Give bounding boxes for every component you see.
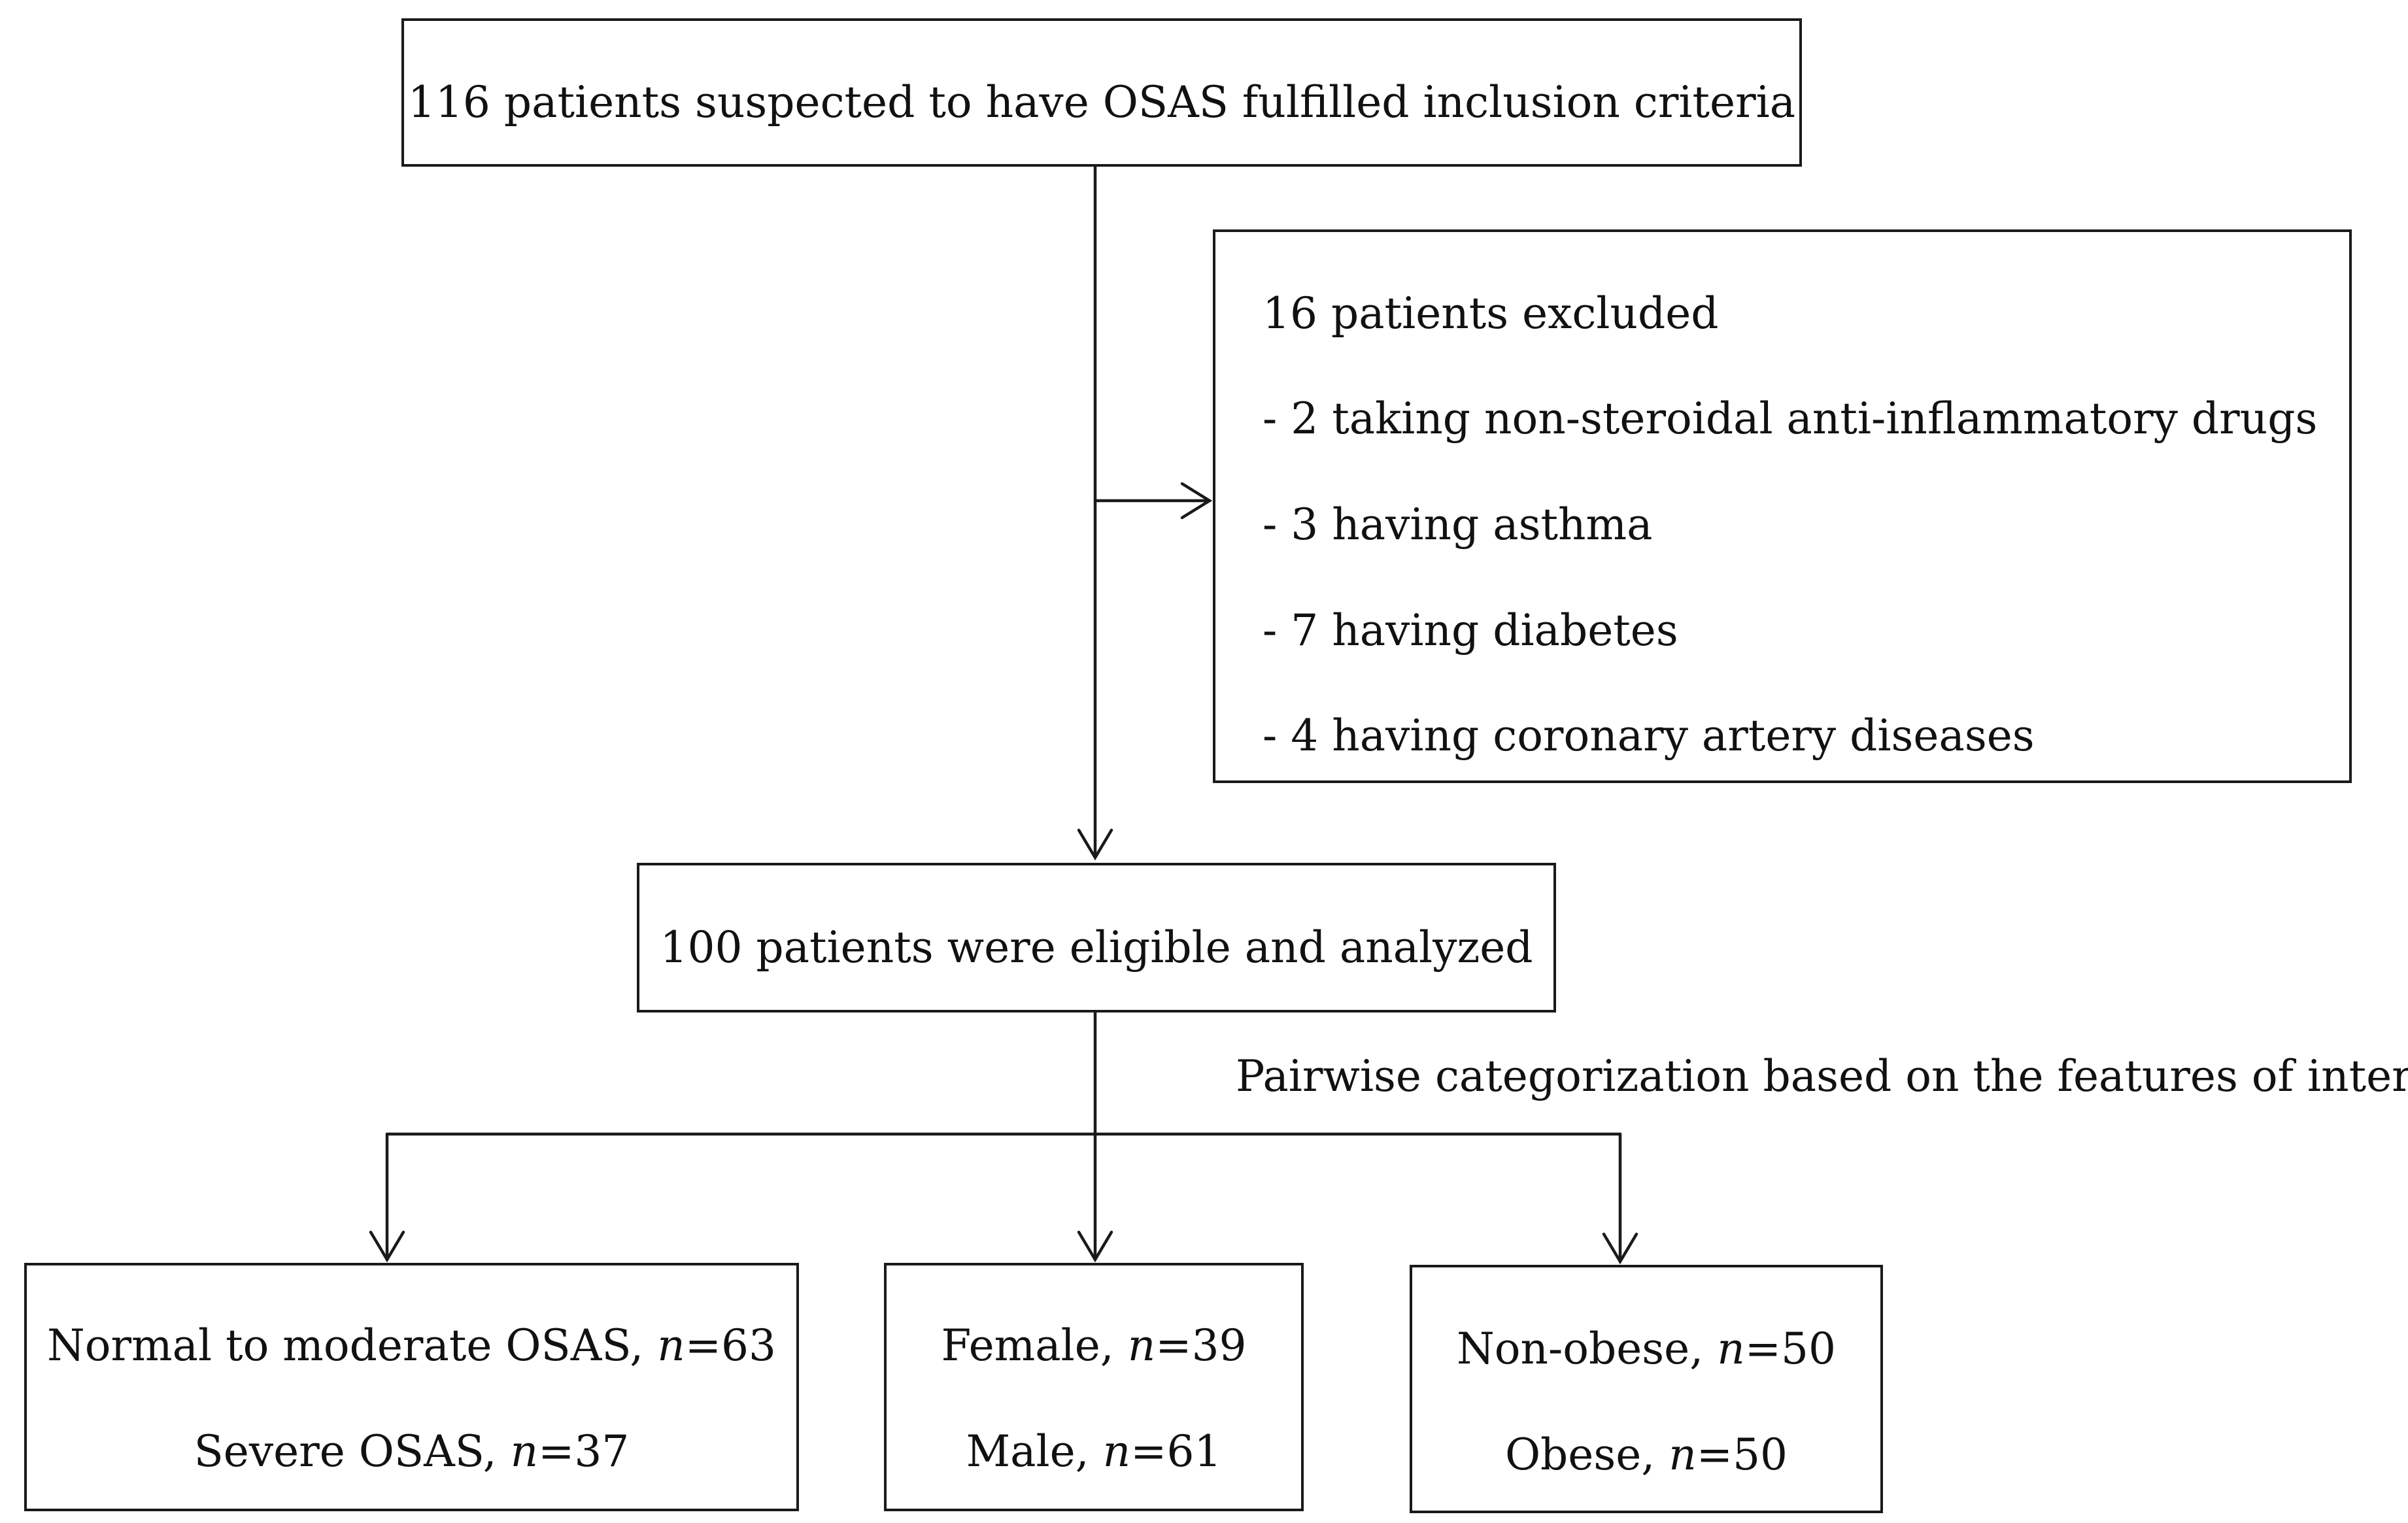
- obesity-group-line1: Non-obese, n=50: [1412, 1328, 1880, 1371]
- severity-group-line1: Normal to moderate OSAS, n=63: [27, 1324, 796, 1367]
- exclusion-title: 16 patients excluded: [1263, 288, 1719, 339]
- obesity-group-line1-value: =50: [1744, 1324, 1837, 1374]
- exclusion-item-asthma: - 3 having asthma: [1263, 499, 1653, 550]
- severity-group-box: Normal to moderate OSAS, n=63 Severe OSA…: [24, 1263, 799, 1511]
- sex-group-box: Female, n=39 Male, n=61: [884, 1263, 1304, 1511]
- categorization-label: Pairwise categorization based on the fea…: [1236, 1051, 2408, 1101]
- sex-group-line1-n: n: [1127, 1320, 1156, 1371]
- obesity-group-line2-label: Obese,: [1504, 1430, 1669, 1480]
- obesity-group-box: Non-obese, n=50 Obese, n=50: [1410, 1265, 1883, 1513]
- sex-group-line1-value: =39: [1155, 1320, 1247, 1371]
- obesity-group-line1-n: n: [1717, 1324, 1745, 1374]
- exclusion-item-diabetes: - 7 having diabetes: [1263, 605, 1678, 656]
- middle-group-arrowhead: [1077, 1230, 1113, 1263]
- severity-group-line2: Severe OSAS, n=37: [27, 1430, 796, 1473]
- inclusion-text: 116 patients suspected to have OSAS fulf…: [407, 77, 1796, 127]
- obesity-group-line2-n: n: [1669, 1430, 1697, 1480]
- severity-group-line1-label: Normal to moderate OSAS,: [47, 1320, 658, 1371]
- right-group-arrowhead: [1602, 1232, 1638, 1265]
- sex-group-line1: Female, n=39: [887, 1324, 1301, 1367]
- exclusion-item-coronary: - 4 having coronary artery diseases: [1263, 711, 2035, 761]
- exclusion-arrowhead: [1180, 482, 1213, 520]
- exclusion-item-nsaid: - 2 taking non-steroidal anti-inflammato…: [1263, 393, 2318, 444]
- obesity-group-line2: Obese, n=50: [1412, 1433, 1880, 1477]
- inclusion-box: 116 patients suspected to have OSAS fulf…: [401, 18, 1802, 167]
- severity-group-line2-value: =37: [538, 1426, 630, 1477]
- main-flow-arrowhead: [1077, 828, 1113, 861]
- obesity-group-line2-value: =50: [1696, 1430, 1788, 1480]
- sex-group-line1-label: Female,: [941, 1320, 1128, 1371]
- sex-group-line2: Male, n=61: [887, 1430, 1301, 1473]
- eligible-text: 100 patients were eligible and analyzed: [660, 922, 1533, 973]
- severity-group-line2-n: n: [510, 1426, 539, 1477]
- left-group-arrowhead: [369, 1230, 405, 1263]
- sex-group-line2-value: =61: [1130, 1426, 1222, 1477]
- eligible-box: 100 patients were eligible and analyzed: [637, 863, 1556, 1013]
- severity-group-line1-value: =63: [685, 1320, 776, 1371]
- sex-group-line2-label: Male,: [966, 1426, 1103, 1477]
- severity-group-line1-n: n: [657, 1320, 685, 1371]
- severity-group-line2-label: Severe OSAS,: [194, 1426, 511, 1477]
- sex-group-line2-n: n: [1102, 1426, 1131, 1477]
- exclusion-box: 16 patients excluded - 2 taking non-ster…: [1213, 229, 2352, 783]
- obesity-group-line1-label: Non-obese,: [1456, 1324, 1718, 1374]
